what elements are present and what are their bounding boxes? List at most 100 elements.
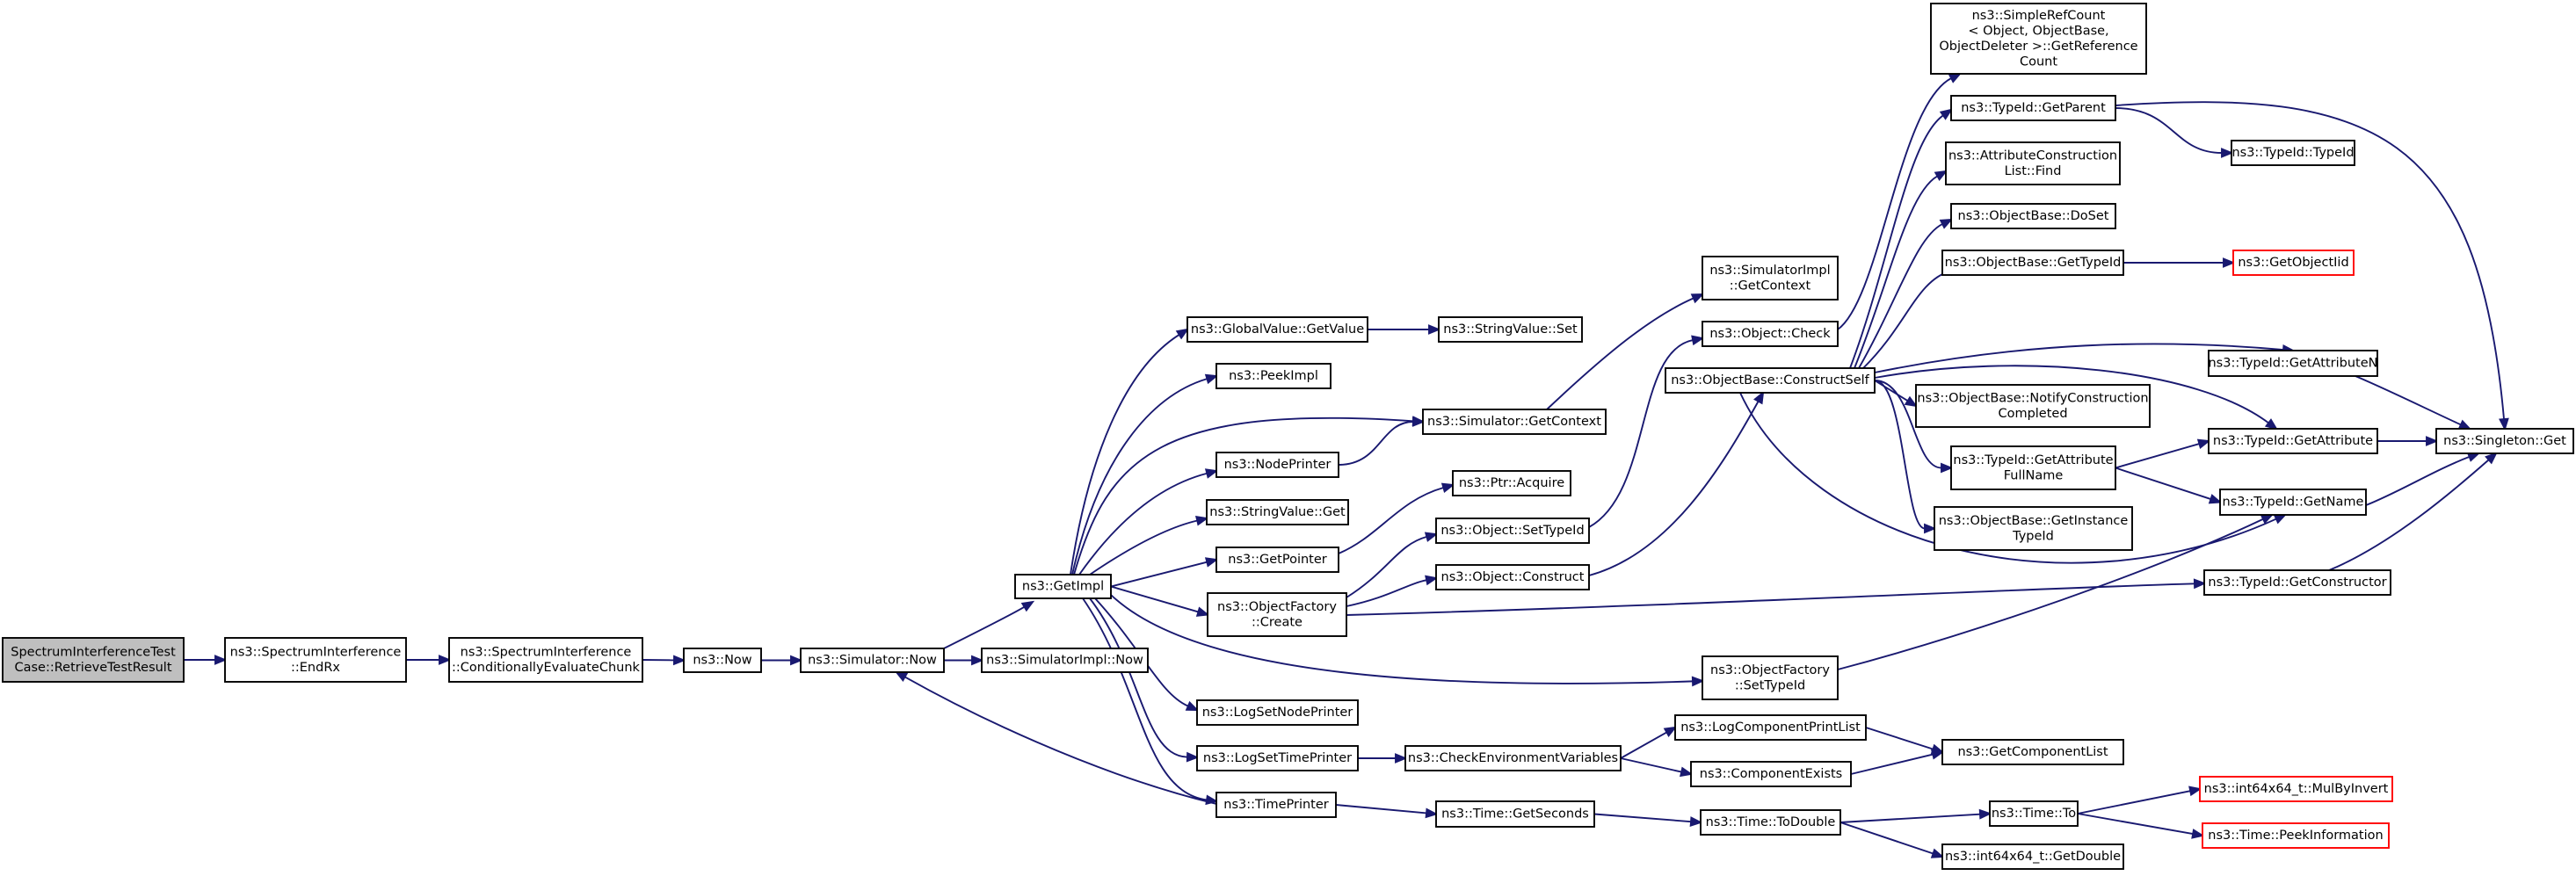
node-box <box>224 637 407 683</box>
node-tidgetparent[interactable]: ns3::TypeId::GetParent <box>1950 95 2116 121</box>
node-peekinfo[interactable]: ns3::Time::PeekInformation <box>2202 822 2390 849</box>
edge-objconstruct-to-constructself <box>1588 401 1760 576</box>
arrowhead-tidgetattr-to-singleton <box>2426 436 2439 446</box>
node-simimplgetctx[interactable]: ns3::SimulatorImpl::GetContext <box>1702 256 1839 300</box>
edge-getimpl-to-svget <box>1089 519 1198 576</box>
node-box <box>1196 699 1359 726</box>
node-condeval[interactable]: ns3::SpectrumInterference::Conditionally… <box>448 637 643 683</box>
node-label: ns3::LogComponentPrintList <box>1680 720 1861 735</box>
node-label: ns3::Simulator::Now <box>808 654 937 668</box>
edge-getimpl-to-ofsettid <box>1110 594 1694 684</box>
edge-objcheck-to-simplerefcount <box>1837 77 1952 330</box>
edge-getimpl-to-logsetnode <box>1094 597 1189 707</box>
arrowhead-getimpl-to-logsetnode <box>1185 700 1200 711</box>
arrowhead-endrx-to-condeval <box>439 655 452 665</box>
edge-getimpl-to-peekimpl <box>1071 378 1208 576</box>
arrowhead-objcheck-to-simplerefcount <box>1948 72 1963 83</box>
node-timeto[interactable]: ns3::Time::To <box>1989 800 2079 827</box>
node-gvgetvalue[interactable]: ns3::GlobalValue::GetValue <box>1186 316 1368 343</box>
node-label: ns3::TypeId::TypeId <box>2231 146 2354 160</box>
arrowhead-simnow-to-simimplnow <box>971 655 984 666</box>
node-label: ns3::NodePrinter <box>1224 458 1332 472</box>
node-timeprinter[interactable]: ns3::TimePrinter <box>1215 792 1337 818</box>
edge-simnow-to-getimpl <box>943 605 1026 649</box>
node-nodeprinter[interactable]: ns3::NodePrinter <box>1215 452 1339 478</box>
edge-logcompprint-to-getcomplist <box>1865 727 1934 750</box>
node-logsettime[interactable]: ns3::LogSetTimePrinter <box>1196 745 1359 771</box>
node-timegetsec[interactable]: ns3::Time::GetSeconds <box>1435 800 1595 828</box>
node-svget[interactable]: ns3::StringValue::Get <box>1206 499 1349 525</box>
node-label: ns3::Singleton::Get <box>2443 434 2566 448</box>
edge-ofcreate-to-objsettid <box>1346 535 1427 598</box>
node-label: ns3::int64x64_t::GetDouble <box>1945 850 2121 864</box>
node-logcompprint[interactable]: ns3::LogComponentPrintList <box>1674 714 1867 741</box>
edge-checkenv-to-logcompprint <box>1620 731 1667 759</box>
node-obgettid[interactable]: ns3::ObjectBase::GetTypeId <box>1941 250 2124 276</box>
node-objconstruct[interactable]: ns3::Object::Construct <box>1435 564 1590 590</box>
node-singleton[interactable]: ns3::Singleton::Get <box>2435 428 2574 454</box>
arrowhead-logsettime-to-checkenv <box>1395 753 1408 764</box>
node-peekimpl[interactable]: ns3::PeekImpl <box>1215 363 1332 389</box>
node-ofcreate[interactable]: ns3::ObjectFactory::Create <box>1207 592 1347 637</box>
arrowhead-constructself-to-tidgetattrfull <box>1941 462 1954 474</box>
node-root[interactable]: SpectrumInterferenceTestCase::RetrieveTe… <box>2 637 185 683</box>
node-box <box>1702 321 1839 347</box>
node-objcheck[interactable]: ns3::Object::Check <box>1702 321 1839 347</box>
node-label: ::ConditionallyEvaluateChunk <box>452 661 641 675</box>
node-svset[interactable]: ns3::StringValue::Set <box>1438 316 1583 343</box>
node-obnotify[interactable]: ns3::ObjectBase::NotifyConstructionCompl… <box>1915 384 2151 428</box>
node-constructself[interactable]: ns3::ObjectBase::ConstructSelf <box>1665 367 1876 394</box>
node-objsettid[interactable]: ns3::Object::SetTypeId <box>1435 518 1590 544</box>
node-simplerefcount[interactable]: ns3::SimpleRefCount< Object, ObjectBase,… <box>1930 3 2147 75</box>
node-simnow[interactable]: ns3::Simulator::Now <box>800 648 945 673</box>
node-getimpl[interactable]: ns3::GetImpl <box>1014 574 1112 599</box>
node-label: Case::RetrieveTestResult <box>14 661 171 675</box>
node-label: ns3::GetObjectIid <box>2238 256 2348 270</box>
node-now[interactable]: ns3::Now <box>683 648 762 673</box>
node-simgetctx[interactable]: ns3::Simulator::GetContext <box>1422 409 1607 435</box>
node-box <box>1215 792 1337 818</box>
node-compexists[interactable]: ns3::ComponentExists <box>1690 761 1852 787</box>
node-label: ns3::Now <box>693 654 751 668</box>
edge-constructself-to-obdoset <box>1858 223 1943 369</box>
edge-getimpl-to-nodeprinter <box>1078 472 1208 576</box>
node-obdoset[interactable]: ns3::ObjectBase::DoSet <box>1950 203 2116 229</box>
node-tidgetattrn[interactable]: ns3::TypeId::GetAttributeN <box>2208 350 2378 377</box>
node-mulbyinvert[interactable]: ns3::int64x64_t::MulByInvert <box>2199 776 2393 802</box>
arrowhead-nodeprinter-to-simgetctx <box>1412 416 1426 427</box>
node-logsetnode[interactable]: ns3::LogSetNodePrinter <box>1196 699 1359 726</box>
edge-tidgetparent-to-tidtypeid <box>2115 107 2223 154</box>
node-ptracquire[interactable]: ns3::Ptr::Acquire <box>1452 470 1571 496</box>
node-tidtypeid[interactable]: ns3::TypeId::TypeId <box>2231 140 2355 166</box>
node-label: ns3::ObjectBase::ConstructSelf <box>1671 373 1869 387</box>
edge-ofcreate-to-objconstruct <box>1346 579 1427 607</box>
node-endrx[interactable]: ns3::SpectrumInterference::EndRx <box>224 637 407 683</box>
node-checkenv[interactable]: ns3::CheckEnvironmentVariables <box>1404 745 1622 771</box>
node-label: ns3::TimePrinter <box>1223 798 1329 812</box>
edge-constructself-to-tidgetattrfull <box>1874 380 1942 469</box>
arrowhead-ofcreate-to-tidgetctor <box>2193 578 2207 590</box>
edge-constructself-to-tidgetparent <box>1849 114 1944 369</box>
node-label: ns3::Object::SetTypeId <box>1440 524 1584 538</box>
arrowhead-constructself-to-obnotify <box>1904 395 1919 408</box>
node-label: < Object, ObjectBase, <box>1968 24 2108 38</box>
node-tidgetname[interactable]: ns3::TypeId::GetName <box>2219 489 2367 516</box>
node-getobjectiid[interactable]: ns3::GetObjectIid <box>2232 250 2355 276</box>
edge-nodeprinter-to-simgetctx <box>1338 421 1414 466</box>
node-getcomplist[interactable]: ns3::GetComponentList <box>1941 739 2124 765</box>
node-ofsettid[interactable]: ns3::ObjectFactory::SetTypeId <box>1702 655 1839 700</box>
node-tidgetctor[interactable]: ns3::TypeId::GetConstructor <box>2203 569 2391 596</box>
node-simimplnow[interactable]: ns3::SimulatorImpl::Now <box>981 648 1149 673</box>
node-timetodouble[interactable]: ns3::Time::ToDouble <box>1700 809 1841 836</box>
arrowhead-timeto-to-mulbyinvert <box>2188 786 2202 797</box>
node-int64getdouble[interactable]: ns3::int64x64_t::GetDouble <box>1941 843 2124 870</box>
arrowhead-timetodouble-to-int64getdouble <box>1930 848 1945 858</box>
arrowhead-tidgetattrfull-to-tidgetattr <box>2196 438 2211 449</box>
node-tidgetattr[interactable]: ns3::TypeId::GetAttribute <box>2208 428 2378 454</box>
arrowhead-timegetsec-to-timetodouble <box>1689 816 1703 827</box>
node-box <box>1435 564 1590 590</box>
node-getpointer[interactable]: ns3::GetPointer <box>1215 547 1339 573</box>
